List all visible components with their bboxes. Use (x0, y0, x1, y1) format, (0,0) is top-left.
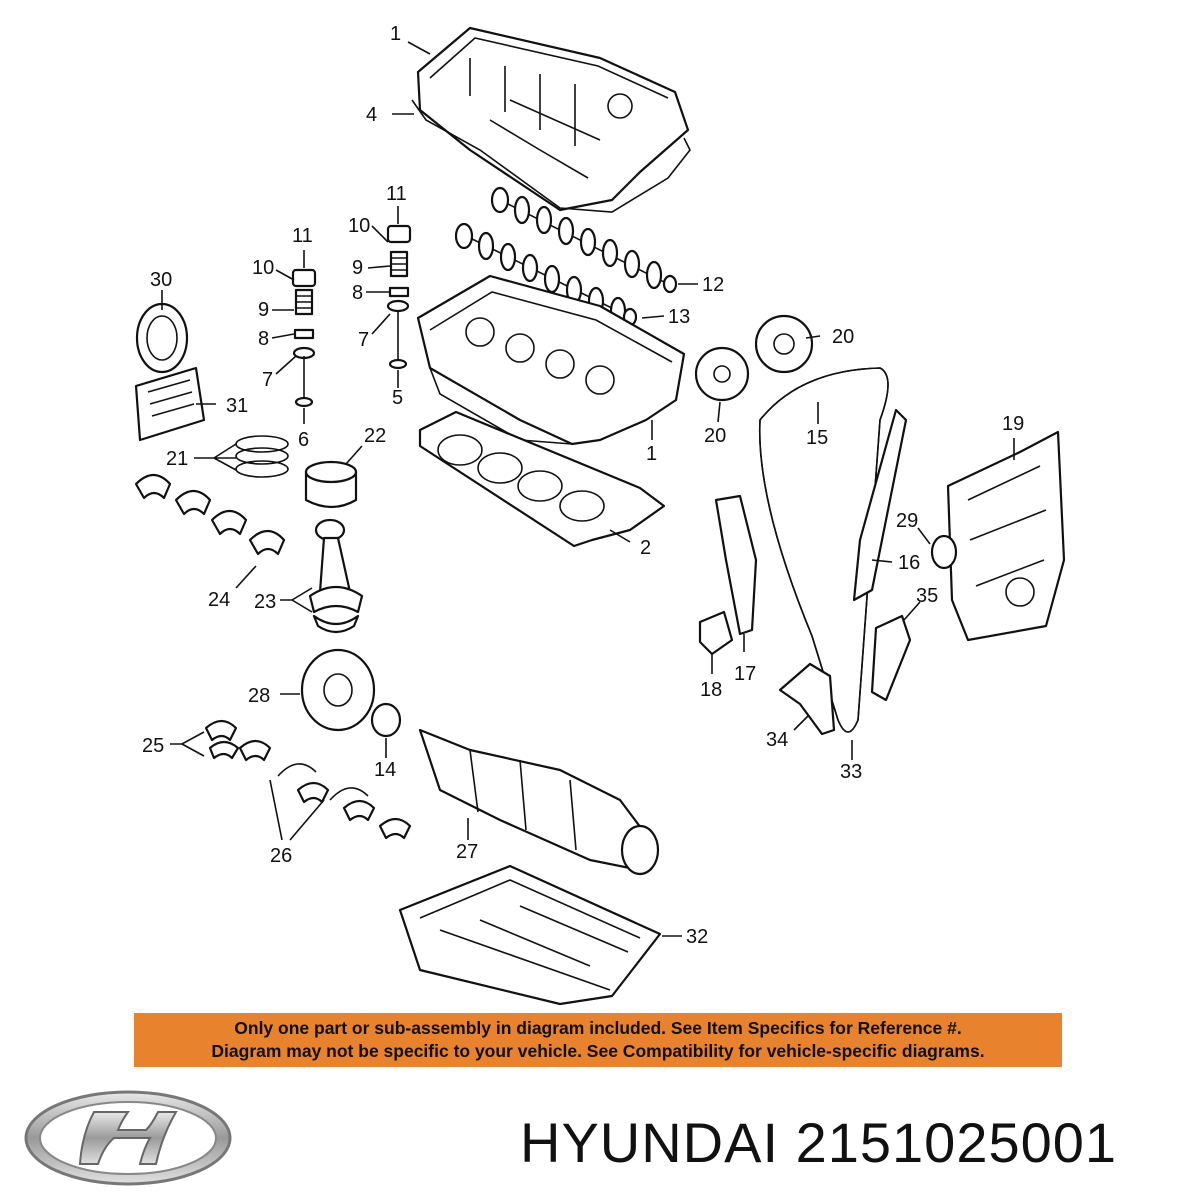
chain-guide-35 (870, 614, 912, 702)
callout-29: 29 (896, 510, 918, 532)
valve-cover (416, 26, 690, 212)
callout-leaders (161, 41, 1015, 937)
callout-22: 22 (364, 425, 386, 447)
chain-guide-16 (852, 408, 908, 602)
callout-28: 28 (248, 685, 270, 707)
valve-train-right (386, 224, 412, 370)
callout-7a: 7 (262, 369, 273, 391)
timing-cover (946, 430, 1066, 642)
callout-12: 12 (702, 274, 724, 296)
callout-11a: 11 (292, 225, 313, 247)
callout-21: 21 (166, 448, 188, 470)
chain-tensioner-arm-17 (714, 494, 758, 636)
callout-8a: 8 (258, 328, 269, 350)
callout-16: 16 (898, 552, 920, 574)
main-bearings (204, 719, 412, 840)
callout-10b: 10 (348, 215, 370, 237)
callout-32: 32 (686, 926, 708, 948)
callout-6: 6 (298, 429, 309, 451)
connecting-rod-bearings (134, 473, 286, 556)
callout-9b: 9 (352, 257, 363, 279)
callout-1: 1 (646, 443, 657, 465)
callout-35: 35 (916, 585, 938, 607)
notice-banner: Only one part or sub-assembly in diagram… (134, 1013, 1062, 1067)
callout-30: 30 (150, 269, 172, 291)
piston-rings (235, 435, 289, 478)
callout-31: 31 (226, 395, 248, 417)
head-gasket (418, 410, 666, 548)
crank-sprocket (370, 702, 402, 738)
callout-5: 5 (392, 387, 403, 409)
callout-9a: 9 (258, 299, 269, 321)
callout-8b: 8 (352, 282, 363, 304)
part-number: 2151025001 (795, 1111, 1118, 1174)
brand-name: HYUNDAI (520, 1111, 780, 1174)
notice-line-1: Only one part or sub-assembly in diagram… (234, 1018, 962, 1038)
chain-tensioner-18 (698, 610, 734, 656)
callout-2: 2 (640, 537, 651, 559)
bracket-31 (134, 366, 206, 442)
thrust-washers (277, 763, 369, 801)
valve-cover-gasket (411, 99, 691, 213)
callout-26: 26 (270, 845, 292, 867)
callout-25: 25 (142, 735, 164, 757)
crankshaft (418, 728, 660, 876)
crankshaft-pulley (300, 648, 376, 732)
piston (304, 460, 358, 509)
cam-sprocket-lower (694, 346, 750, 402)
callout-20a: 20 (832, 326, 854, 348)
valve-train-left (291, 268, 317, 408)
callout-23: 23 (254, 591, 276, 613)
callout-19: 19 (1002, 413, 1024, 435)
callout-3: 1 (390, 23, 401, 45)
hyundai-logo (24, 1090, 232, 1186)
callout-numbers: 1 4 12 13 20 20 15 1 2 19 29 16 35 17 18… (142, 23, 1024, 948)
cylinder-head (416, 274, 686, 446)
notice-line-2: Diagram may not be specific to your vehi… (211, 1041, 985, 1061)
callout-20b: 20 (704, 425, 726, 447)
camshaft-12 (490, 186, 678, 294)
callout-34: 34 (766, 729, 788, 751)
callout-11b: 11 (386, 183, 407, 205)
callout-27: 27 (456, 841, 478, 863)
callout-33: 33 (840, 761, 862, 783)
callout-18: 18 (700, 679, 722, 701)
callout-17: 17 (734, 663, 756, 685)
front-crank-seal (930, 534, 958, 570)
connecting-rod (308, 518, 364, 634)
callout-4: 4 (366, 104, 377, 126)
chain-guide-34 (778, 662, 836, 736)
oil-pan (398, 864, 662, 1006)
callout-24: 24 (208, 589, 230, 611)
callout-7b: 7 (358, 329, 369, 351)
callout-14: 14 (374, 759, 396, 781)
callout-10a: 10 (252, 257, 274, 279)
callout-13: 13 (668, 306, 690, 328)
brand-part-number: HYUNDAI 2151025001 (520, 1110, 1117, 1175)
cam-sprocket-upper (754, 314, 814, 374)
callout-15: 15 (806, 427, 828, 449)
timing-chain (758, 367, 889, 733)
oil-seal-30 (135, 302, 189, 374)
